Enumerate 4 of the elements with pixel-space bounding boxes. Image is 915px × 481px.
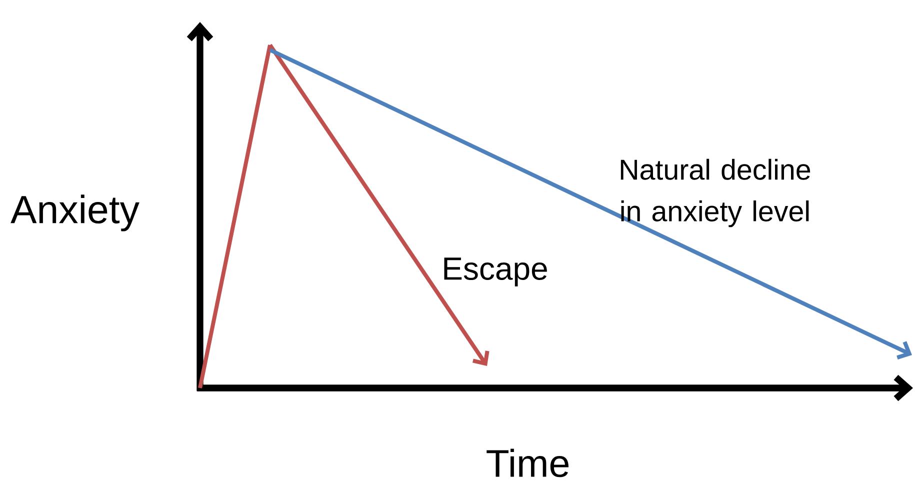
curve-label: Natural decline in anxiety level xyxy=(620,158,810,228)
axis-label: Time xyxy=(486,448,569,478)
curve-label: Escape xyxy=(444,258,547,286)
axis-label: Anxiety xyxy=(10,194,140,232)
